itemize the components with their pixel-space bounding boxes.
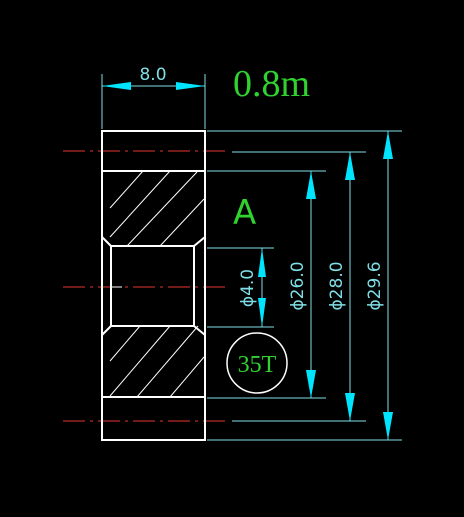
teeth-badge-circle — [226, 332, 288, 394]
bore-rect — [110, 245, 195, 327]
width-arrow-right — [176, 82, 205, 90]
section-hatching — [109, 170, 205, 398]
centerlines — [63, 150, 230, 422]
arrowheads — [102, 82, 393, 440]
module-label: 0.8m — [233, 63, 310, 105]
teeth-badge-label: 35T — [238, 352, 277, 378]
bore-dim-label: ϕ4.0 — [238, 269, 258, 307]
gear-body — [101, 130, 206, 441]
gear-section-outline — [101, 130, 206, 441]
root-arrow-bottom — [306, 370, 316, 398]
root-arrow-top — [306, 171, 316, 199]
pitch-arrow-bottom — [345, 393, 355, 421]
width-arrow-left — [102, 82, 131, 90]
width-dim-label: 8.0 — [139, 65, 166, 85]
pitch-arrow-top — [345, 152, 355, 180]
outer-dim-label: ϕ29.6 — [365, 261, 385, 310]
root-dim-label: ϕ26.0 — [288, 261, 308, 310]
section-label: A — [233, 193, 256, 233]
outer-arrow-top — [383, 131, 393, 159]
pitch-dim-label: ϕ28.0 — [327, 261, 347, 310]
bore-arrow-top — [258, 248, 266, 277]
extension-lines — [101, 74, 402, 441]
teeth-count-badge: 35T — [226, 332, 288, 394]
bore-arrow-bottom — [258, 298, 266, 327]
outer-arrow-bottom — [383, 412, 393, 440]
